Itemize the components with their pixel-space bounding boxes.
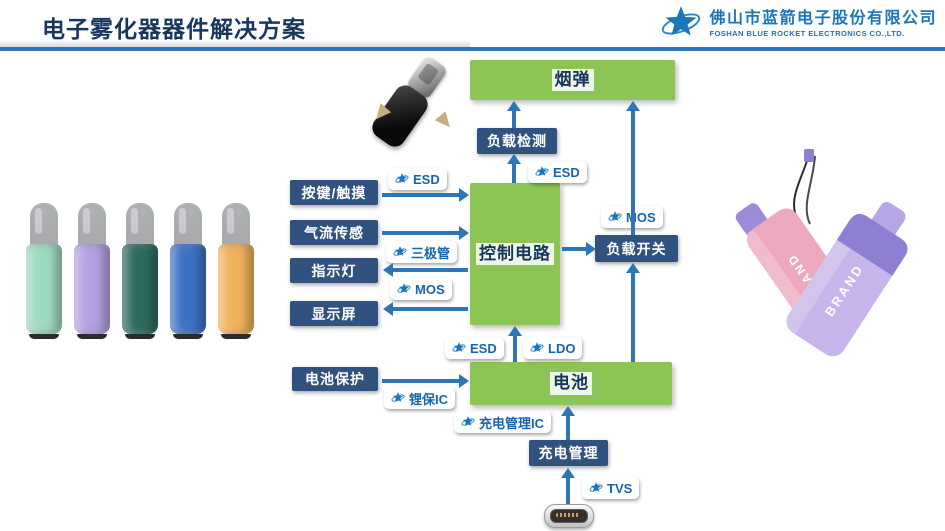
- arrow-charge-management-to-battery: [561, 406, 575, 440]
- rocket-star-icon: [662, 6, 701, 36]
- pen-base: [125, 334, 155, 339]
- usb-c-connector: [544, 504, 594, 528]
- component-pill-esd-key-touch: ESD: [388, 168, 447, 190]
- node-label: 指示灯: [311, 262, 357, 279]
- component-label: TVS: [607, 480, 633, 496]
- node-load-switch: 负载开关: [595, 235, 678, 262]
- component-pill-mos-display: MOS: [390, 278, 452, 300]
- arrow-control-to-display: [383, 302, 468, 316]
- arrow-load-switch-to-cartridge: [626, 101, 640, 235]
- node-label: 电池保护: [305, 371, 365, 387]
- component-label: ESD: [470, 340, 497, 356]
- box-device-purple: BRAND: [781, 202, 908, 357]
- assembly-arrow: [434, 111, 456, 132]
- header: 电子雾化器器件解决方案 佛山市蓝箭电子股份有限公司 FOSHAN BLUE RO…: [0, 0, 945, 51]
- component-pill-tvs: TVS: [582, 477, 640, 499]
- rocket-star-icon: [535, 166, 549, 176]
- component-label: ESD: [413, 171, 440, 187]
- box-device-photo: BRAND BRAND: [735, 149, 908, 357]
- rocket-star-icon: [393, 246, 407, 256]
- rocket-star-icon: [397, 283, 411, 293]
- component-pill-esd-load-detect: ESD: [528, 161, 587, 183]
- arrow-airflow-to-control: [382, 226, 469, 240]
- component-label: 充电管理IC: [479, 415, 545, 431]
- component-pill-triode: 三极管: [386, 241, 458, 263]
- rocket-star-icon: [530, 342, 544, 352]
- node-label: 负载检测: [487, 133, 547, 149]
- node-control-circuit: 控制电路: [470, 183, 560, 325]
- node-charge-management: 充电管理: [529, 440, 608, 466]
- pen-base: [29, 334, 59, 339]
- usb-c-slot: [550, 509, 588, 523]
- component-label: MOS: [415, 281, 445, 297]
- arrow-key-touch-to-control: [382, 188, 469, 202]
- pen-mouthpiece: [222, 203, 250, 247]
- node-label: 充电管理: [538, 445, 599, 461]
- node-battery-protection: 电池保护: [292, 367, 378, 391]
- arrow-control-to-load-detect: [507, 154, 521, 183]
- arrow-usb-to-charge-management: [561, 468, 575, 504]
- rocket-star-icon: [395, 173, 409, 183]
- arrow-control-to-indicator: [383, 263, 468, 277]
- node-label: 负载开关: [606, 240, 667, 257]
- node-indicator-light: 指示灯: [290, 258, 378, 283]
- pen-mouthpiece: [30, 203, 58, 247]
- rocket-star-icon: [391, 392, 405, 402]
- node-label: 按键/触摸: [301, 184, 367, 201]
- pen-base: [221, 334, 251, 339]
- node-label: 气流传感: [304, 224, 364, 241]
- arrow-battery-protection-to-battery: [382, 374, 469, 388]
- node-battery: 电池: [470, 362, 672, 405]
- pen-mouthpiece: [78, 203, 106, 247]
- node-label: 烟弹: [551, 68, 594, 92]
- component-label: 三极管: [411, 245, 451, 261]
- node-label: 控制电路: [476, 242, 554, 266]
- arrow-load-detect-to-cartridge: [507, 101, 521, 128]
- component-pill-ldo: LDO: [523, 337, 583, 359]
- company-name-block: 佛山市蓝箭电子股份有限公司 FOSHAN BLUE ROCKET ELECTRO…: [709, 10, 937, 37]
- pod-device-photo: [368, 54, 460, 151]
- pod-pen-teal: [122, 203, 158, 339]
- component-pill-charge-management-ic: 充电管理IC: [454, 411, 552, 433]
- component-pill-li-protect-ic: 锂保IC: [384, 387, 456, 409]
- company-logo: 佛山市蓝箭电子股份有限公司 FOSHAN BLUE ROCKET ELECTRO…: [658, 3, 937, 45]
- pen-body: [26, 244, 62, 334]
- node-label: 显示屏: [311, 305, 357, 322]
- pen-base: [173, 334, 203, 339]
- pod-pen-blue: [170, 203, 206, 339]
- node-display-screen: 显示屏: [290, 301, 378, 326]
- page-title: 电子雾化器器件解决方案: [42, 16, 306, 42]
- pen-body: [218, 244, 254, 334]
- title-shadow: [0, 40, 470, 47]
- node-airflow-sensor: 气流传感: [290, 220, 378, 245]
- component-label: 锂保IC: [409, 391, 449, 407]
- pen-mouthpiece: [126, 203, 154, 247]
- arrow-battery-to-control: [508, 326, 522, 362]
- pen-mouthpiece: [174, 203, 202, 247]
- arrow-control-to-load-switch: [562, 242, 596, 256]
- pen-base: [77, 334, 107, 339]
- pod-pen-orange: [218, 203, 254, 339]
- rocket-star-icon: [461, 416, 475, 426]
- node-label: 电池: [550, 372, 592, 395]
- node-load-detect: 负载检测: [477, 128, 557, 154]
- component-label: LDO: [548, 340, 576, 356]
- pod-pen-purple: [74, 203, 110, 339]
- pen-body: [170, 244, 206, 334]
- node-key-touch: 按键/触摸: [290, 180, 378, 205]
- component-pill-esd-battery: ESD: [445, 337, 504, 359]
- rocket-star-icon: [452, 342, 466, 352]
- node-cartridge: 烟弹: [470, 60, 675, 100]
- rocket-star-icon: [589, 482, 603, 492]
- usb-c-pins: [556, 513, 580, 517]
- company-name-en: FOSHAN BLUE ROCKET ELECTRONICS CO.,LTD.: [709, 28, 905, 38]
- component-label: ESD: [553, 164, 580, 180]
- pen-body: [74, 244, 110, 334]
- company-name-cn: 佛山市蓝箭电子股份有限公司: [709, 10, 937, 28]
- pen-body: [122, 244, 158, 334]
- pod-pen-mint: [26, 203, 62, 339]
- arrow-battery-to-load-switch: [626, 263, 640, 362]
- rocket-star-icon: [608, 211, 622, 221]
